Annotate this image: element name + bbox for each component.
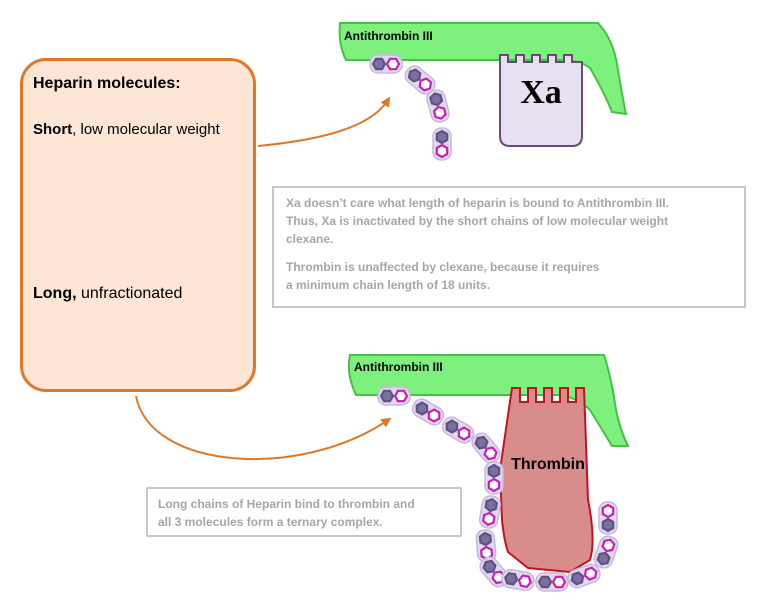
heparin-disaccharide xyxy=(501,568,535,592)
sugar-hexagon xyxy=(481,511,496,527)
sugar-hexagon xyxy=(537,575,553,589)
sugar-hexagon xyxy=(487,463,501,479)
sugar-hexagon xyxy=(601,538,616,553)
xa-enzyme xyxy=(499,54,583,147)
heparin-disaccharide xyxy=(441,416,475,444)
legend-short-rest: , low molecular weight xyxy=(72,121,220,138)
note-top-line-3: clexane. xyxy=(286,232,334,246)
sugar-hexagon xyxy=(474,435,489,450)
sugar-hexagon xyxy=(487,477,501,493)
sugar-hexagon xyxy=(379,389,395,403)
heparin-disaccharide xyxy=(377,386,411,406)
sugar-hexagon xyxy=(601,517,615,533)
sugar-hexagon xyxy=(503,571,519,586)
antithrombin-bottom-label: Antithrombin III xyxy=(354,360,443,374)
heparin-disaccharide xyxy=(369,54,403,74)
heparin-disaccharide xyxy=(478,495,502,529)
legend-long-rest: unfractionated xyxy=(76,285,183,302)
sugar-hexagon xyxy=(385,57,401,71)
sugar-hexagon xyxy=(596,551,611,566)
heparin-disaccharide xyxy=(432,127,452,161)
sugar-hexagon xyxy=(480,545,494,561)
sugar-hexagon xyxy=(457,426,471,441)
note-xa-clexane: Xa doesn’t care what length of heparin i… xyxy=(272,186,746,308)
legend-long-label: Long, unfractionated xyxy=(33,285,182,303)
sugar-hexagon xyxy=(483,446,498,461)
sugar-hexagon xyxy=(445,419,459,434)
sugar-hexagon xyxy=(517,574,533,589)
sugar-hexagon xyxy=(415,401,429,416)
legend-title: Heparin molecules: xyxy=(33,75,181,92)
sugar-hexagon xyxy=(484,497,499,513)
sugar-hexagon xyxy=(551,575,567,589)
thrombin-label: Thrombin xyxy=(511,456,585,473)
sugar-hexagon xyxy=(583,566,598,581)
note-top-line-1: Xa doesn’t care what length of heparin i… xyxy=(286,196,669,210)
heparin-legend-box: Heparin molecules: Short, low molecular … xyxy=(20,58,256,392)
note-top-line-2: Thus, Xa is inactivated by the short cha… xyxy=(286,214,669,228)
heparin-disaccharide xyxy=(593,535,619,569)
heparin-disaccharide xyxy=(484,461,504,495)
sugar-hexagon xyxy=(435,129,449,145)
sugar-hexagon xyxy=(429,92,444,107)
antithrombin-top-label: Antithrombin III xyxy=(344,29,433,43)
heparin-disaccharide xyxy=(426,89,450,123)
sugar-hexagon xyxy=(478,531,492,547)
legend-short-label: Short, low molecular weight xyxy=(33,121,220,138)
heparin-disaccharide xyxy=(475,529,497,563)
heparin-disaccharide xyxy=(567,563,601,589)
note-bottom-line-2: all 3 molecules form a ternary complex. xyxy=(158,515,383,529)
arrow-short-to-xa xyxy=(257,96,391,147)
sugar-hexagon xyxy=(427,408,441,423)
arrow-long-to-thrombin xyxy=(135,395,392,461)
note-ternary-complex: Long chains of Heparin bind to thrombin … xyxy=(146,487,462,537)
sugar-hexagon xyxy=(435,143,449,159)
sugar-hexagon xyxy=(570,571,585,586)
heparin-disaccharide xyxy=(535,572,569,592)
note-top-line-4: Thrombin is unaffected by clexane, becau… xyxy=(286,260,600,274)
sugar-hexagon xyxy=(601,503,615,519)
thrombin-enzyme xyxy=(498,387,594,574)
heparin-disaccharide xyxy=(411,398,445,426)
antithrombin-top xyxy=(338,22,628,116)
sugar-hexagon xyxy=(407,68,422,83)
heparin-disaccharide xyxy=(598,501,618,535)
sugar-hexagon xyxy=(482,559,497,574)
xa-label: Xa xyxy=(520,74,562,111)
note-top-line-5: a minimum chain length of 18 units. xyxy=(286,278,491,292)
sugar-hexagon xyxy=(432,105,447,120)
legend-short-bold: Short xyxy=(33,121,73,138)
sugar-hexagon xyxy=(418,77,433,92)
note-bottom-line-1: Long chains of Heparin bind to thrombin … xyxy=(158,497,415,511)
sugar-hexagon xyxy=(371,57,387,71)
sugar-hexagon xyxy=(393,389,409,403)
antithrombin-bottom xyxy=(347,354,630,447)
legend-long-bold: Long, xyxy=(33,285,77,302)
heparin-disaccharide xyxy=(471,432,501,464)
